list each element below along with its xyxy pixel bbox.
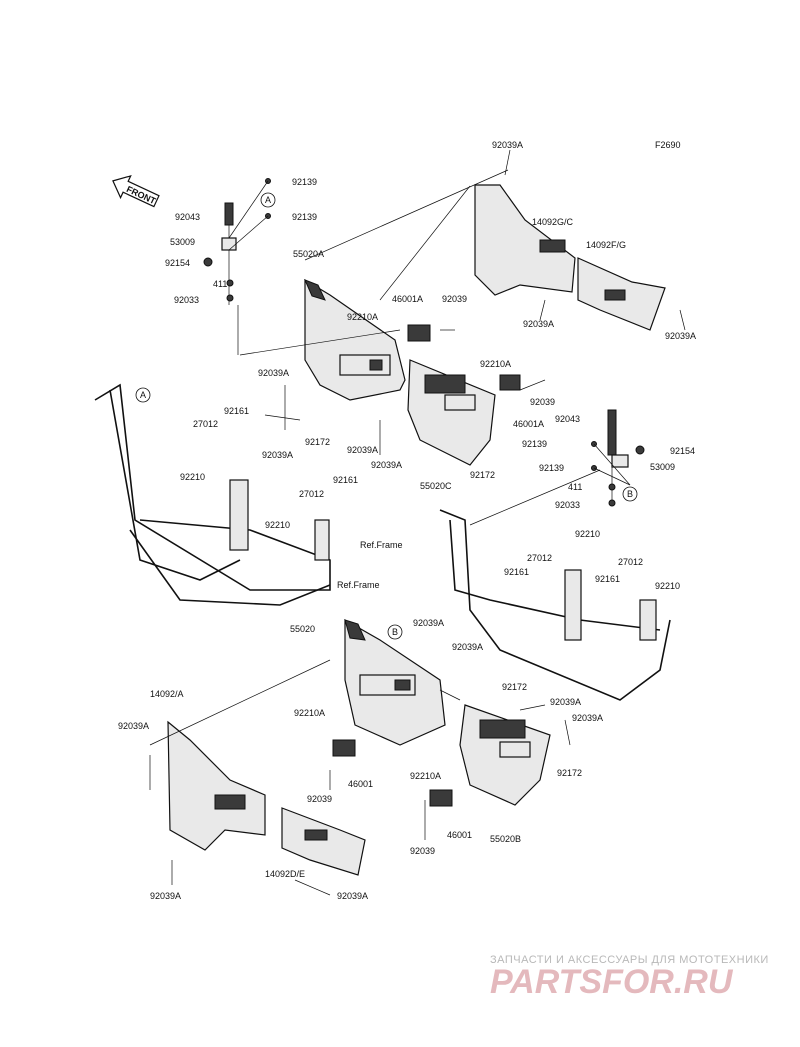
ref-mark-b-right: B <box>622 486 638 502</box>
latch-46001a-1 <box>407 324 431 342</box>
label-92039a: 92039A <box>371 460 402 470</box>
svg-text:B: B <box>392 627 398 637</box>
label-27012: 27012 <box>299 489 324 499</box>
side-panel-14092gc <box>474 184 576 296</box>
label-92039a: 92039A <box>413 618 444 628</box>
latch-46001-1 <box>332 739 356 757</box>
ref-mark-a-top: A <box>260 192 276 208</box>
label-53009: 53009 <box>650 462 675 472</box>
label-92172: 92172 <box>470 470 495 480</box>
latch-46001-2 <box>429 789 453 807</box>
label-92039a: 92039A <box>337 891 368 901</box>
door-panel-55020 <box>344 618 446 746</box>
label-92033: 92033 <box>555 500 580 510</box>
label-ref-frame: Ref.Frame <box>337 580 380 590</box>
svg-text:B: B <box>627 489 633 499</box>
label-92039: 92039 <box>530 397 555 407</box>
label-92039: 92039 <box>410 846 435 856</box>
label-92161: 92161 <box>504 567 529 577</box>
label-27012: 27012 <box>618 557 643 567</box>
label-92210a: 92210A <box>480 359 511 369</box>
watermark: ЗАПЧАСТИ И АКСЕССУАРЫ ДЛЯ МОТОТЕХНИКИ PA… <box>490 954 769 1001</box>
label-92154: 92154 <box>165 258 190 268</box>
label-411: 411 <box>568 482 582 492</box>
label-55020a: 55020A <box>293 249 324 259</box>
hinge-hardware-left <box>203 178 271 355</box>
figure-code: F2690 <box>655 140 681 150</box>
label-92039a: 92039A <box>572 713 603 723</box>
label-27012: 27012 <box>193 419 218 429</box>
door-panel-55020c <box>407 359 496 466</box>
label-27012: 27012 <box>527 553 552 563</box>
callout-labels: F2690 92039A 92139 92139 92043 53009 921… <box>118 140 696 901</box>
label-92039: 92039 <box>442 294 467 304</box>
label-14092a: 14092/A <box>150 689 184 699</box>
label-ref-frame: Ref.Frame <box>360 540 403 550</box>
side-panel-14092a <box>167 720 266 851</box>
label-92039a: 92039A <box>347 445 378 455</box>
label-411: 411 <box>213 279 227 289</box>
label-46001a: 46001A <box>392 294 423 304</box>
label-92039a: 92039A <box>118 721 149 731</box>
label-92039a: 92039A <box>492 140 523 150</box>
svg-text:A: A <box>140 390 146 400</box>
latch-46001a-2 <box>499 374 521 391</box>
label-92039a: 92039A <box>452 642 483 652</box>
label-92033: 92033 <box>174 295 199 305</box>
label-55020b: 55020B <box>490 834 521 844</box>
label-92139: 92139 <box>522 439 547 449</box>
label-92043: 92043 <box>555 414 580 424</box>
watermark-logo: PARTSFOR.RU <box>490 963 734 1001</box>
label-92161: 92161 <box>595 574 620 584</box>
label-55020: 55020 <box>290 624 315 634</box>
side-panel-14092fg <box>577 257 666 331</box>
label-92139: 92139 <box>292 177 317 187</box>
side-panel-14092de <box>281 807 366 876</box>
label-92039a: 92039A <box>523 319 554 329</box>
leader-lines <box>149 149 686 896</box>
label-46001: 46001 <box>447 830 472 840</box>
door-panel-55020a <box>304 278 406 401</box>
label-92210a: 92210A <box>410 771 441 781</box>
svg-text:A: A <box>265 195 271 205</box>
label-55020c: 55020C <box>420 481 452 491</box>
label-92139: 92139 <box>292 212 317 222</box>
label-92172: 92172 <box>502 682 527 692</box>
hinge-hardware-right <box>591 409 645 507</box>
ref-mark-a-frame: A <box>135 387 151 403</box>
label-92039a: 92039A <box>258 368 289 378</box>
label-14092fg: 14092F/G <box>586 240 626 250</box>
label-92043: 92043 <box>175 212 200 222</box>
label-92161: 92161 <box>333 475 358 485</box>
label-92139: 92139 <box>539 463 564 473</box>
label-92039a: 92039A <box>150 891 181 901</box>
label-92210: 92210 <box>265 520 290 530</box>
front-arrow: FRONT <box>112 174 160 208</box>
label-92039a: 92039A <box>665 331 696 341</box>
label-92039a: 92039A <box>550 697 581 707</box>
label-14092de: 14092D/E <box>265 869 305 879</box>
frame-left <box>94 383 331 606</box>
door-panel-55020b <box>459 704 551 806</box>
label-92210: 92210 <box>655 581 680 591</box>
label-53009: 53009 <box>170 237 195 247</box>
label-92172: 92172 <box>305 437 330 447</box>
label-46001: 46001 <box>348 779 373 789</box>
label-92210: 92210 <box>180 472 205 482</box>
label-92039: 92039 <box>307 794 332 804</box>
frame-right <box>439 509 671 701</box>
watermark-tagline: ЗАПЧАСТИ И АКСЕССУАРЫ ДЛЯ МОТОТЕХНИКИ <box>490 954 769 966</box>
label-92161: 92161 <box>224 406 249 416</box>
label-92039a: 92039A <box>262 450 293 460</box>
label-92210: 92210 <box>575 529 600 539</box>
ref-mark-b-lower: B <box>387 624 403 640</box>
label-14092gc: 14092G/C <box>532 217 574 227</box>
label-46001a: 46001A <box>513 419 544 429</box>
label-92172: 92172 <box>557 768 582 778</box>
label-92154: 92154 <box>670 446 695 456</box>
label-92210a: 92210A <box>347 312 378 322</box>
label-92210a: 92210A <box>294 708 325 718</box>
